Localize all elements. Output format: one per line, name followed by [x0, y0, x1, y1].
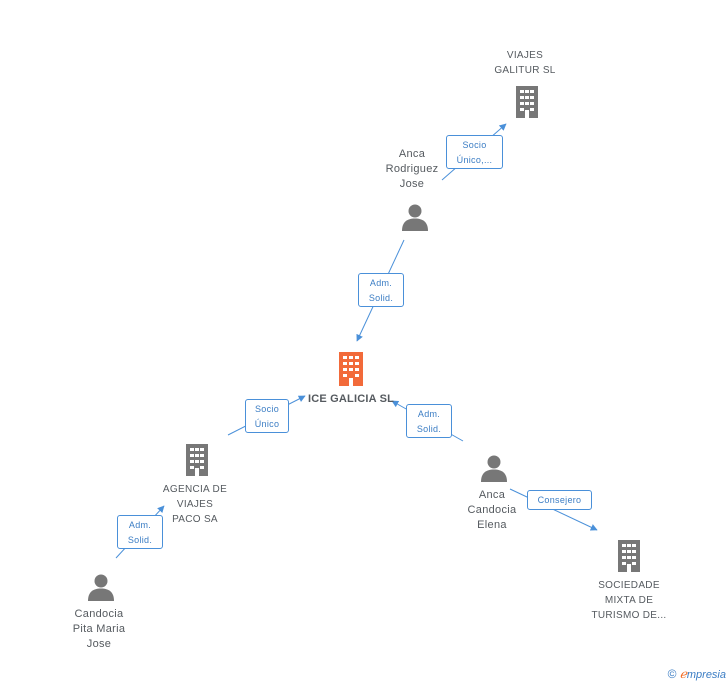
empresia-watermark: © ℯmpresia: [668, 667, 726, 681]
building-icon[interactable]: [512, 86, 542, 118]
person-icon[interactable]: [480, 454, 508, 482]
building-icon[interactable]: [614, 540, 644, 572]
node-label-ice-galicia[interactable]: ICE GALICIA SL: [307, 393, 395, 405]
node-label-anca-rodriguez[interactable]: Anca Rodriguez Jose: [385, 148, 439, 190]
edge-label-candocia-ice: Adm. Solid.: [406, 404, 452, 438]
person-icon[interactable]: [87, 573, 115, 601]
node-label-sociedade-mixta[interactable]: SOCIEDADE MIXTA DE TURISMO DE...: [591, 580, 667, 621]
building-icon[interactable]: [335, 352, 367, 386]
node-label-viajes-galitur[interactable]: VIAJES GALITUR SL: [494, 50, 556, 76]
node-label-anca-candocia[interactable]: Anca Candocia Elena: [467, 489, 517, 531]
edge-label-rodriguez-ice: Adm. Solid.: [358, 273, 404, 307]
edge-label-pita-agencia: Adm. Solid.: [117, 515, 163, 549]
empresia-logo: ℯmpresia: [679, 667, 726, 681]
copyright-icon: ©: [667, 667, 677, 681]
node-label-agencia-viajes[interactable]: AGENCIA DE VIAJES PACO SA: [162, 484, 228, 525]
edge-label-agencia-ice: Socio Único: [245, 399, 289, 433]
building-icon[interactable]: [182, 444, 212, 476]
edge-label-rodriguez-galitur: Socio Único,...: [446, 135, 503, 169]
person-icon[interactable]: [401, 203, 429, 231]
edge-label-candocia-sociedade: Consejero: [527, 490, 592, 510]
node-label-candocia-pita[interactable]: Candocia Pita Maria Jose: [72, 608, 126, 650]
